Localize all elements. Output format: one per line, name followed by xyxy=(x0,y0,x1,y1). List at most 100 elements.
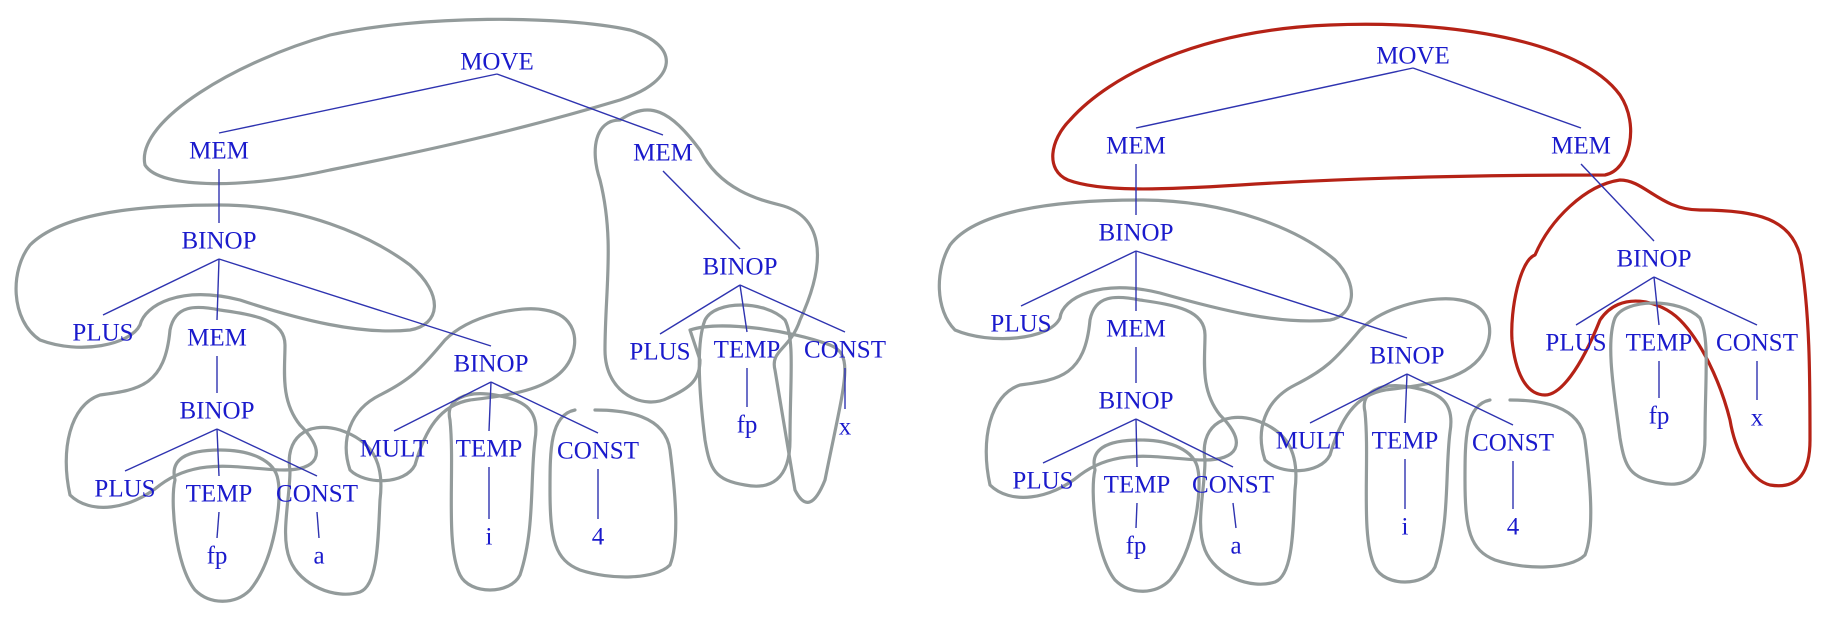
node-move: MOVE xyxy=(1376,43,1450,70)
node-mult: MULT xyxy=(360,436,429,463)
edge-binop2-const1 xyxy=(1135,418,1234,468)
edge-move-mem2 xyxy=(1412,67,1582,129)
edges-left xyxy=(102,73,846,539)
edge-binop4-temp3 xyxy=(739,284,748,333)
node-binop4: BINOP xyxy=(1616,246,1691,273)
node-const1: CONST xyxy=(276,481,358,508)
edge-temp1-fp1 xyxy=(1135,502,1138,529)
node-fp2: fp xyxy=(1649,403,1670,430)
edge-binop2-temp1 xyxy=(1135,418,1138,468)
tile-temp-fp xyxy=(171,448,281,603)
edge-binop1-binop3 xyxy=(1135,250,1408,339)
edge-move-mem1 xyxy=(218,73,498,134)
node-x: x xyxy=(1751,405,1764,432)
node-binop3: BINOP xyxy=(453,351,528,378)
tile-mem-binop-plus xyxy=(984,295,1238,499)
edge-binop3-const2 xyxy=(1406,373,1514,426)
tile-temp-fp2 xyxy=(697,303,793,488)
node-const3: CONST xyxy=(804,337,886,364)
node-mem3: MEM xyxy=(1106,316,1166,343)
node-fp1: fp xyxy=(207,543,228,570)
node-binop1: BINOP xyxy=(1098,220,1173,247)
edges-right xyxy=(1020,67,1758,529)
edge-const1-a xyxy=(1232,502,1237,529)
node-binop3: BINOP xyxy=(1369,343,1444,370)
node-temp2: TEMP xyxy=(1372,428,1439,455)
edge-mem2-binop4 xyxy=(662,170,741,250)
edge-binop3-mult xyxy=(1309,373,1408,424)
node-move: MOVE xyxy=(460,49,534,76)
node-binop2: BINOP xyxy=(1098,388,1173,415)
edge-binop4-plus3 xyxy=(1575,276,1655,326)
tile-const-a xyxy=(1198,415,1298,586)
edge-binop3-const2 xyxy=(490,381,599,434)
node-x: x xyxy=(839,414,852,441)
tile-move-mem-mem-highlight xyxy=(1051,22,1633,191)
node-const3: CONST xyxy=(1716,330,1798,357)
node-mem1: MEM xyxy=(189,138,249,165)
edge-binop4-const3 xyxy=(739,284,846,333)
tile-temp-i xyxy=(447,392,538,592)
node-plus3: PLUS xyxy=(1545,330,1606,357)
tile-binop-plus-mem xyxy=(937,198,1353,341)
edge-binop2-const1 xyxy=(216,428,318,477)
tile-mem-binop-const xyxy=(593,108,847,504)
node-mem2: MEM xyxy=(633,140,693,167)
tile-binop-plus-mem xyxy=(14,203,436,349)
edge-temp1-fp1 xyxy=(216,511,220,539)
tile-const-4 xyxy=(548,408,678,579)
tile-binop-mult xyxy=(1259,297,1492,473)
edge-binop3-temp2 xyxy=(488,381,492,432)
node-fp1: fp xyxy=(1126,533,1147,560)
tiles-right xyxy=(937,22,1812,593)
tile-const-a xyxy=(283,425,383,596)
node-binop1: BINOP xyxy=(181,228,256,255)
tile-move-mem xyxy=(142,17,668,186)
node-mem3: MEM xyxy=(187,325,247,352)
node-const2: CONST xyxy=(1472,430,1554,457)
node-temp3: TEMP xyxy=(714,337,781,364)
edge-move-mem1 xyxy=(1135,67,1414,129)
node-temp1: TEMP xyxy=(1104,472,1171,499)
edge-binop4-temp3 xyxy=(1653,276,1660,326)
node-plus1: PLUS xyxy=(990,311,1051,338)
node-a: a xyxy=(1230,533,1241,560)
tile-const-4 xyxy=(1463,398,1593,569)
node-plus2: PLUS xyxy=(1012,468,1073,495)
node-mult: MULT xyxy=(1276,428,1345,455)
node-temp2: TEMP xyxy=(456,436,523,463)
tile-temp-fp2 xyxy=(1609,301,1708,486)
node-four: 4 xyxy=(592,524,605,551)
node-binop2: BINOP xyxy=(179,398,254,425)
edge-move-mem2 xyxy=(496,73,664,136)
node-i: i xyxy=(1402,514,1409,541)
node-temp1: TEMP xyxy=(186,481,253,508)
tiles-left xyxy=(14,17,847,603)
edge-binop1-mem3 xyxy=(216,258,220,321)
node-temp3: TEMP xyxy=(1626,330,1693,357)
node-four: 4 xyxy=(1507,514,1520,541)
node-const2: CONST xyxy=(557,438,639,465)
tile-binop-mult xyxy=(344,307,577,483)
edge-binop3-temp2 xyxy=(1404,373,1408,424)
edge-binop1-plus1 xyxy=(1020,250,1137,307)
edge-binop4-plus3 xyxy=(659,284,741,335)
node-i: i xyxy=(486,524,493,551)
node-plus2: PLUS xyxy=(94,476,155,503)
node-binop4: BINOP xyxy=(702,254,777,281)
edge-binop3-mult xyxy=(393,381,492,432)
edge-binop4-const3 xyxy=(1653,276,1758,326)
tile-temp-i xyxy=(1362,384,1453,584)
tile-mem-binop-plus xyxy=(64,305,318,509)
node-mem2: MEM xyxy=(1551,133,1611,160)
edge-binop2-plus2 xyxy=(124,428,218,472)
edge-binop1-plus1 xyxy=(102,258,220,316)
node-const1: CONST xyxy=(1192,472,1274,499)
node-fp2: fp xyxy=(737,412,758,439)
edge-const1-a xyxy=(316,511,320,539)
